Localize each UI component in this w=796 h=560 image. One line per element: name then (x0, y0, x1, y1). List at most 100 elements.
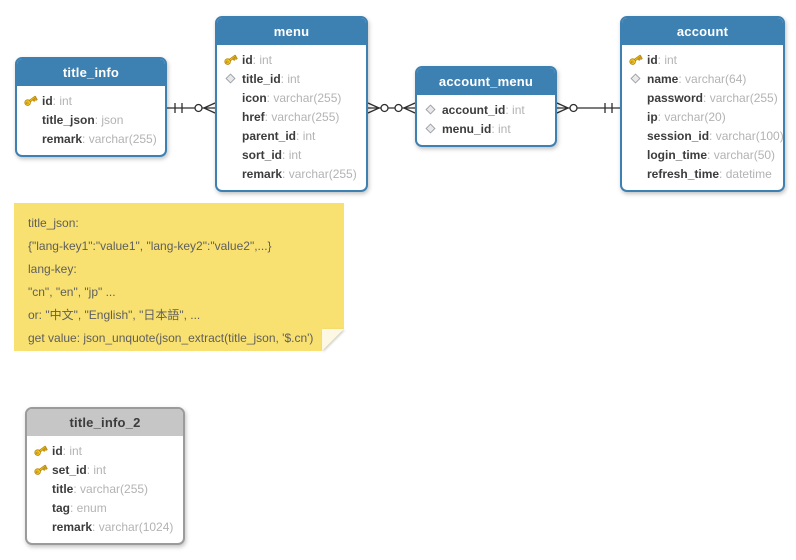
primary-key-icon (33, 443, 48, 458)
field-row-account_id[interactable]: account_idint (417, 100, 555, 119)
field-type: varchar(255) (282, 167, 357, 181)
field-type: int (505, 103, 525, 117)
field-type: varchar(255) (73, 482, 148, 496)
field-row-remark[interactable]: remarkvarchar(1024) (27, 517, 183, 536)
field-type: varchar(64) (678, 72, 746, 86)
field-row-ip[interactable]: ipvarchar(20) (622, 107, 783, 126)
field-row-name[interactable]: namevarchar(64) (622, 69, 783, 88)
field-type: int (87, 463, 106, 477)
no-icon (628, 90, 643, 105)
note-line: get value: json_unquote(json_extract(tit… (28, 331, 314, 345)
table-title: title_info (62, 65, 120, 80)
field-type: int (282, 148, 302, 162)
field-name: id (242, 52, 253, 67)
field-row-title_json[interactable]: title_jsonjson (17, 110, 165, 129)
field-row-id[interactable]: idint (217, 50, 366, 69)
field-type: varchar(255) (703, 91, 778, 105)
field-type: int (53, 94, 72, 108)
field-name: href (242, 109, 265, 124)
relationship-title_info-menu[interactable] (167, 98, 216, 118)
field-list: idintset_idinttitlevarchar(255)tagenumre… (27, 436, 183, 543)
no-icon (628, 166, 643, 181)
no-icon (628, 147, 643, 162)
field-row-login_time[interactable]: login_timevarchar(50) (622, 145, 783, 164)
sticky-note-text: title_json:{"lang-key1":"value1", "lang-… (28, 212, 330, 350)
field-row-icon[interactable]: iconvarchar(255) (217, 88, 366, 107)
table-header-account_menu[interactable]: account_menu (417, 68, 555, 95)
field-row-session_id[interactable]: session_idvarchar(100) (622, 126, 784, 145)
field-type: int (658, 53, 677, 67)
table-title: account (676, 24, 729, 39)
note-line: lang-key: (28, 262, 77, 276)
field-type: varchar(20) (658, 110, 725, 124)
field-row-refresh_time[interactable]: refresh_timedatetime (622, 164, 783, 183)
field-row-menu_id[interactable]: menu_idint (417, 119, 555, 138)
field-row-href[interactable]: hrefvarchar(255) (217, 107, 366, 126)
field-type: datetime (719, 167, 772, 181)
no-icon (33, 519, 48, 534)
table-header-menu[interactable]: menu (217, 18, 366, 45)
index-diamond-icon (423, 121, 438, 136)
field-name: password (647, 90, 704, 105)
field-name: menu_id (442, 121, 492, 136)
sticky-note[interactable]: title_json:{"lang-key1":"value1", "lang-… (14, 203, 344, 351)
table-menu[interactable]: menu idinttitle_idinticonvarchar(255)hre… (215, 16, 368, 192)
table-account_menu[interactable]: account_menu account_idintmenu_idint (415, 66, 557, 147)
no-icon (23, 131, 38, 146)
field-name: id (647, 52, 658, 67)
field-row-parent_id[interactable]: parent_idint (217, 126, 366, 145)
no-icon (223, 90, 238, 105)
field-name: login_time (647, 147, 708, 162)
field-row-sort_id[interactable]: sort_idint (217, 145, 366, 164)
note-fold-corner-icon (322, 329, 344, 351)
table-title_info[interactable]: title_info idinttitle_jsonjsonremarkvarc… (15, 57, 167, 157)
field-name: title (52, 481, 74, 496)
no-icon (33, 500, 48, 515)
field-name: refresh_time (647, 166, 720, 181)
table-header-title_info[interactable]: title_info (17, 59, 165, 86)
index-diamond-icon (628, 71, 643, 86)
field-row-remark[interactable]: remarkvarchar(255) (217, 164, 366, 183)
field-type: varchar(255) (265, 110, 339, 124)
table-title_info_2[interactable]: title_info_2 idintset_idinttitlevarchar(… (25, 407, 185, 545)
no-icon (223, 147, 238, 162)
field-row-id[interactable]: idint (622, 50, 783, 69)
primary-key-icon (628, 52, 643, 67)
field-type: enum (70, 501, 107, 515)
field-row-id[interactable]: idint (17, 91, 165, 110)
field-row-tag[interactable]: tagenum (27, 498, 183, 517)
relationship-account_menu-account[interactable] (556, 98, 620, 118)
field-type: varchar(100) (709, 129, 784, 143)
table-title: title_info_2 (69, 415, 141, 430)
field-row-remark[interactable]: remarkvarchar(255) (17, 129, 165, 148)
index-diamond-icon (223, 71, 238, 86)
table-title: menu (273, 24, 310, 39)
field-name: name (647, 71, 679, 86)
field-row-set_id[interactable]: set_idint (27, 460, 183, 479)
field-list: idintnamevarchar(64)passwordvarchar(255)… (622, 45, 784, 190)
field-name: remark (42, 131, 83, 146)
table-header-title_info_2[interactable]: title_info_2 (27, 409, 183, 436)
field-name: parent_id (242, 128, 297, 143)
field-type: varchar(255) (82, 132, 157, 146)
field-row-id[interactable]: idint (27, 441, 183, 460)
field-type: int (491, 122, 511, 136)
primary-key-icon (23, 93, 38, 108)
field-name: title_json (42, 112, 95, 127)
field-name: remark (242, 166, 283, 181)
field-type: int (296, 129, 316, 143)
field-row-title[interactable]: titlevarchar(255) (27, 479, 183, 498)
field-row-title_id[interactable]: title_idint (217, 69, 366, 88)
field-name: set_id (52, 462, 87, 477)
field-name: tag (52, 500, 70, 515)
field-type: varchar(255) (267, 91, 341, 105)
table-header-account[interactable]: account (622, 18, 783, 45)
table-account[interactable]: account idintnamevarchar(64)passwordvarc… (620, 16, 785, 192)
no-icon (223, 128, 238, 143)
field-name: icon (242, 90, 267, 105)
relationship-menu-account_menu[interactable] (367, 98, 416, 118)
no-icon (223, 166, 238, 181)
primary-key-icon (223, 52, 238, 67)
field-row-password[interactable]: passwordvarchar(255) (622, 88, 783, 107)
no-icon (628, 109, 643, 124)
